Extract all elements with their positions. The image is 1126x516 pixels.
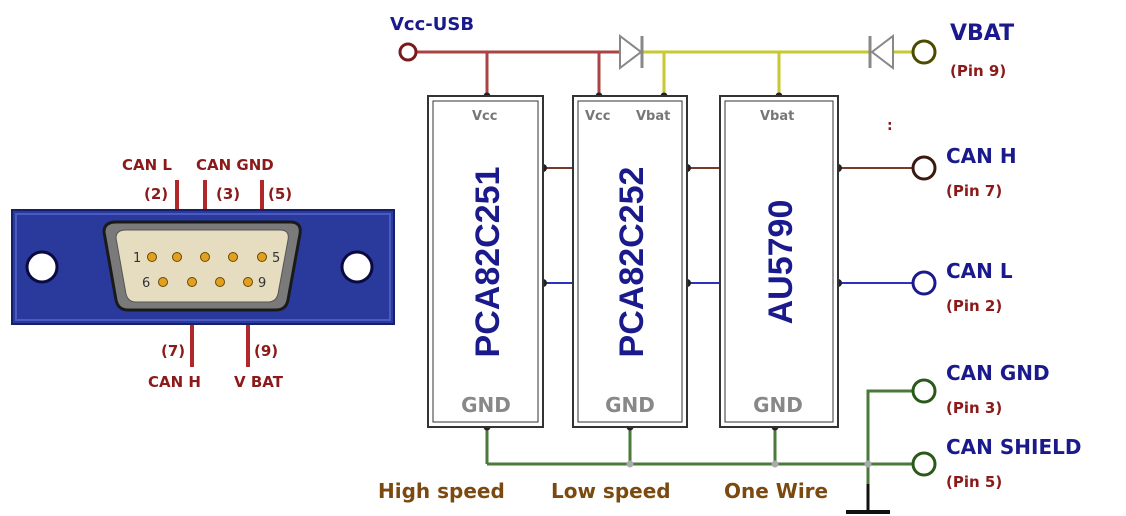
label-can-h-pin: (Pin 7) [946,182,1002,200]
label-can-h-connector: CAN H [148,373,201,391]
chip2-gnd: GND [605,393,655,417]
mounting-hole-right [340,250,374,284]
chip1-pin-vcc: Vcc [472,109,497,124]
chip-au5790: Vbat AU5790 GND [719,95,839,428]
can-gnd-terminal-icon [911,378,937,404]
diode-icon [868,33,894,71]
vbat-terminal-icon [911,39,937,65]
chip3-name: AU5790 [762,200,800,325]
label-vbat-pin: (Pin 9) [950,62,1006,80]
pin-number-5: 5 [272,251,280,266]
label-can-gnd-connector: CAN GND [196,156,274,174]
chip-pca82c252: Vcc Vbat PCA82C252 GND [572,95,688,428]
label-can-gnd: CAN GND [946,361,1050,385]
caption-low-speed: Low speed [551,479,671,503]
label-can-l: CAN L [122,156,172,174]
chip2-name: PCA82C252 [613,167,651,358]
chip3-gnd: GND [753,393,803,417]
chip-pca82c251: Vcc PCA82C251 GND [427,95,544,428]
db9-connector: 1 5 6 9 CAN L CAN GND (2) (3) (5) (7) (9… [11,156,395,391]
label-can-l-pin: (Pin 2) [946,297,1002,315]
pin-number-9: 9 [258,276,266,291]
pin-row-bottom [158,277,253,287]
label-vbat-connector: V BAT [234,373,284,391]
can-l-terminal-icon [911,270,937,296]
chip1-name: PCA82C251 [469,167,507,358]
label-can-l: CAN L [946,259,1013,283]
label-pin3: (3) [216,185,240,203]
chip2-pin-vcc: Vcc [585,109,610,124]
label-pin5: (5) [268,185,292,203]
output-terminals: CAN H (Pin 7) CAN L (Pin 2) CAN GND (Pin… [911,144,1081,491]
mounting-hole-left [25,250,59,284]
pin-number-1: 1 [133,251,141,266]
label-can-gnd-pin: (Pin 3) [946,399,1002,417]
label-can-shield: CAN SHIELD [946,435,1081,459]
pin-number-6: 6 [142,276,150,291]
label-pin2: (2) [144,185,168,203]
caption-one-wire: One Wire [724,479,828,503]
ground-network [483,389,913,514]
label-can-shield-pin: (Pin 5) [946,473,1002,491]
diode-icon [619,33,644,71]
can-shield-terminal-icon [911,451,937,477]
label-pin9: (9) [254,342,278,360]
vcc-usb-terminal-icon [398,42,418,62]
chip1-gnd: GND [461,393,511,417]
chip2-pin-vbat: Vbat [636,109,670,124]
power-rails: Vcc-USB VBAT (Pin 9) [390,14,1014,100]
label-can-h: CAN H [946,144,1017,168]
stray-mark: : [887,118,893,134]
connector-insert [115,229,289,303]
chip3-pin-vbat: Vbat [760,109,794,124]
label-vbat: VBAT [950,21,1014,46]
caption-high-speed: High speed [378,479,505,503]
can-h-terminal-icon [911,155,937,181]
label-pin7: (7) [161,342,185,360]
label-vcc-usb: Vcc-USB [390,14,474,35]
pin-row-top [147,252,267,262]
